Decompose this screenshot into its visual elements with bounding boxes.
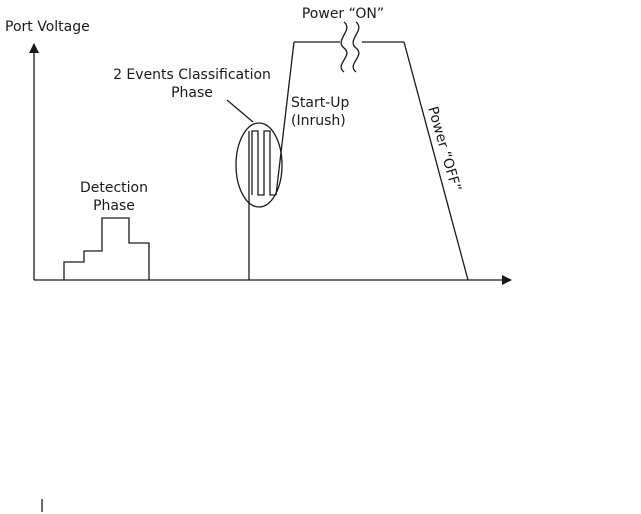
- startup-label-line1: Start-Up: [291, 95, 349, 111]
- classification-label-line2: Phase: [171, 85, 213, 101]
- power-off-label: Power “OFF”: [424, 105, 464, 194]
- detection-label-line1: Detection: [80, 180, 148, 196]
- power-on-label: Power “ON”: [302, 6, 384, 22]
- classification-pointer: [226, 99, 254, 123]
- classification-label-line1: 2 Events Classification: [113, 67, 271, 83]
- break-mark-left: [340, 21, 348, 73]
- classification-ellipse: [235, 122, 283, 208]
- classification-pulses: [251, 130, 276, 196]
- detection-steps: [63, 217, 150, 280]
- y-axis-label: Port Voltage: [5, 19, 90, 35]
- break-mark-right: [352, 21, 360, 73]
- power-off-ramp: [403, 41, 469, 281]
- detection-label-line2: Phase: [93, 198, 135, 214]
- startup-ramp: [275, 41, 295, 196]
- startup-label-line2: (Inrush): [291, 113, 346, 129]
